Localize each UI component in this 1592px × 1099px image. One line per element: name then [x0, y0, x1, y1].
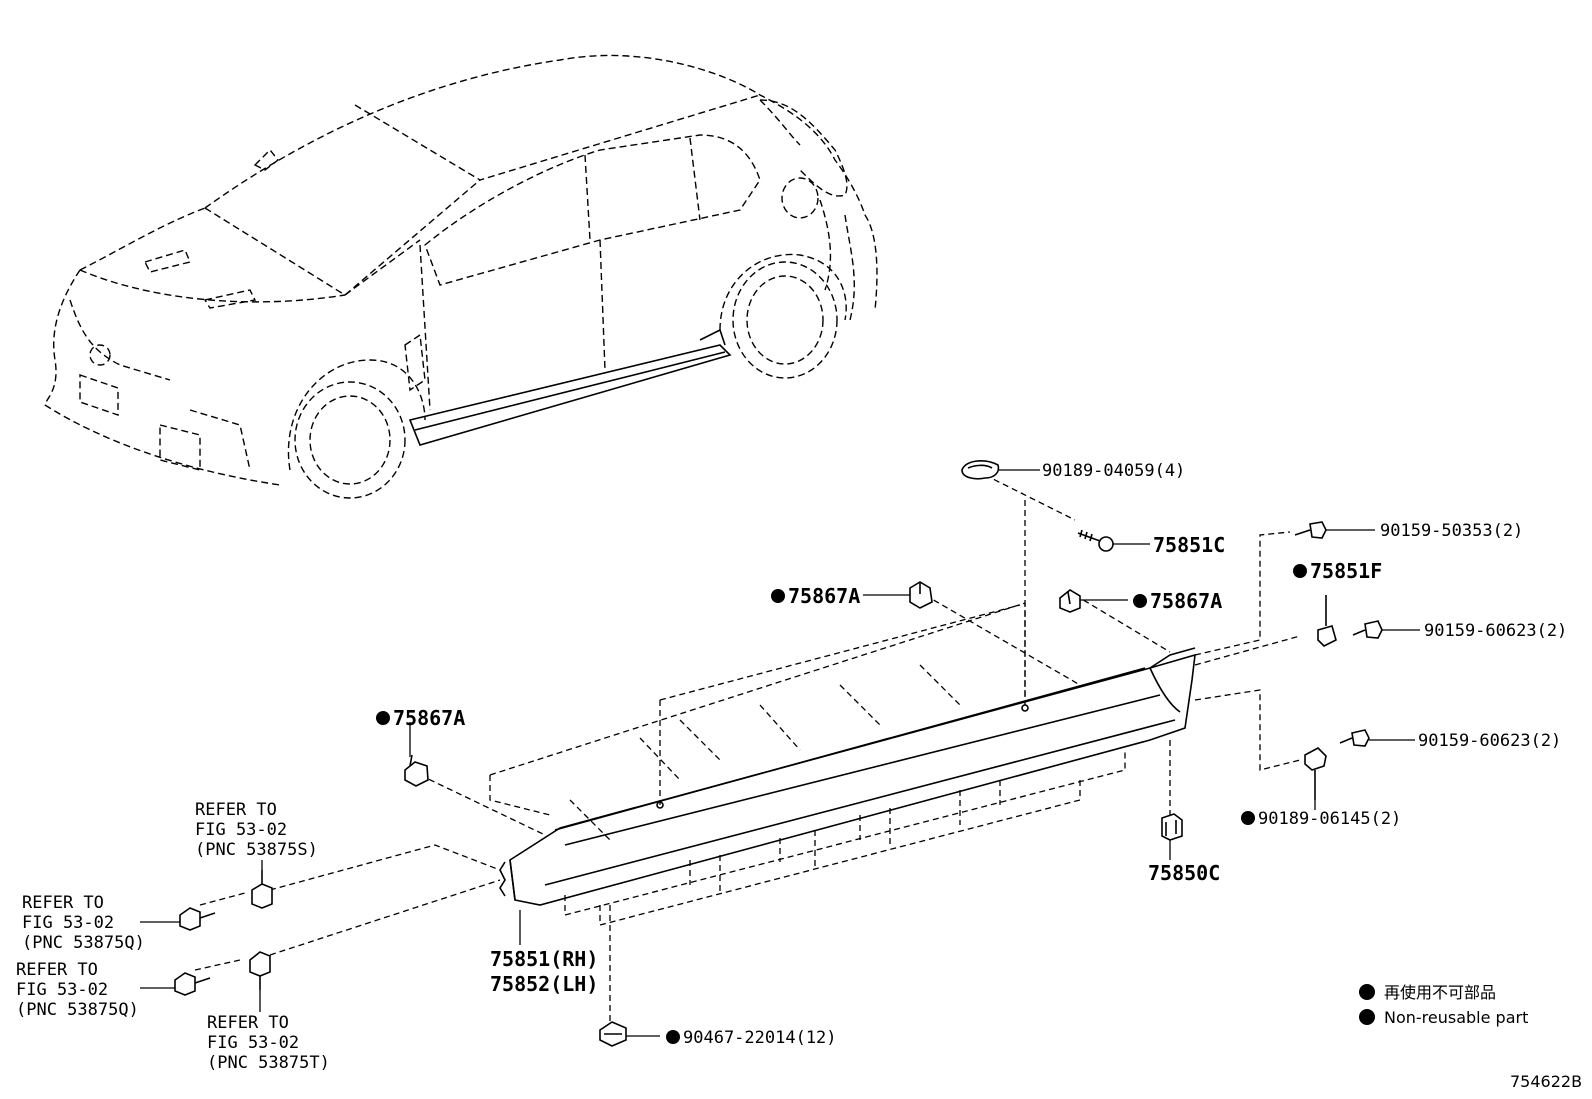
clip-90189-04059-icon	[961, 460, 1000, 480]
non-reusable-dot-icon	[666, 1030, 680, 1044]
non-reusable-dot-icon	[1133, 594, 1147, 608]
screw-90159-50353-icon	[1294, 521, 1327, 539]
nut-53875T-icon	[249, 951, 271, 990]
clip-75850C-icon	[1161, 813, 1183, 841]
refer-line-3: (PNC 53875Q)	[22, 933, 145, 953]
clip-75867A-top-icon	[909, 581, 933, 609]
non-reusable-dot-icon	[376, 711, 390, 725]
label-90189-06145: 90189-06145(2)	[1258, 809, 1401, 829]
screw-75851C-icon	[1077, 529, 1114, 552]
clip-75867A-right-icon	[1059, 589, 1081, 613]
rocker-panel-part	[499, 647, 1196, 906]
non-reusable-dot-icon	[771, 589, 785, 603]
refer-block-53875T: REFER TO FIG 53-02 (PNC 53875T)	[207, 1013, 330, 1073]
label-90467-22014: 90467-22014(12)	[683, 1028, 837, 1048]
label-75867A-right: 75867A	[1150, 589, 1222, 613]
screw-90159-60623-b-icon	[1339, 729, 1370, 747]
refer-block-53875Q-a: REFER TO FIG 53-02 (PNC 53875Q)	[22, 893, 145, 953]
label-90159-50353: 90159-50353(2)	[1380, 521, 1523, 541]
label-75851C: 75851C	[1153, 533, 1225, 557]
refer-line-2: FIG 53-02	[207, 1033, 299, 1053]
part-labels: 90189-04059(4) 75851C 75867A 75867A 9015…	[16, 461, 1567, 1073]
label-75850C: 75850C	[1148, 861, 1220, 885]
screw-53875Q-b-icon	[174, 972, 211, 996]
label-75851F: 75851F	[1310, 559, 1382, 583]
clip-75867A-left-icon	[404, 754, 429, 787]
assembly-lines	[194, 474, 1301, 1025]
label-75851-RH: 75851(RH)	[490, 947, 598, 971]
label-90159-60623-b: 90159-60623(2)	[1418, 731, 1561, 751]
screw-90159-60623-a-icon	[1352, 620, 1383, 639]
screw-53875Q-a-icon	[179, 907, 216, 931]
refer-line-3: (PNC 53875S)	[195, 840, 318, 860]
refer-line-1: REFER TO	[22, 893, 104, 913]
label-90159-60623-a: 90159-60623(2)	[1424, 621, 1567, 641]
non-reusable-dot-icon	[1293, 564, 1307, 578]
legend-english: Non-reusable part	[1384, 1008, 1528, 1027]
refer-line-1: REFER TO	[16, 960, 98, 980]
refer-line-2: FIG 53-02	[16, 980, 108, 1000]
vehicle-outline	[44, 54, 878, 499]
figure-number: 754622B	[1510, 1072, 1582, 1091]
refer-line-1: REFER TO	[195, 800, 277, 820]
legend-dot-icon	[1359, 1009, 1375, 1025]
refer-line-2: FIG 53-02	[22, 913, 114, 933]
label-75867A-top: 75867A	[788, 584, 860, 608]
refer-line-1: REFER TO	[207, 1013, 289, 1033]
legend: 再使用不可部品 Non-reusable part	[1359, 983, 1528, 1027]
refer-line-3: (PNC 53875Q)	[16, 1000, 139, 1020]
refer-line-2: FIG 53-02	[195, 820, 287, 840]
clip-90189-06145-icon	[1304, 747, 1327, 800]
refer-block-53875Q-b: REFER TO FIG 53-02 (PNC 53875Q)	[16, 960, 139, 1020]
label-leaders	[140, 469, 1420, 1037]
legend-japanese: 再使用不可部品	[1384, 983, 1496, 1002]
non-reusable-dot-icon	[1241, 811, 1255, 825]
clip-90467-22014-icon	[599, 1021, 627, 1047]
label-75852-LH: 75852(LH)	[490, 972, 598, 996]
label-90189-04059: 90189-04059(4)	[1042, 461, 1185, 481]
vehicle-rocker-panel	[408, 328, 732, 446]
refer-line-3: (PNC 53875T)	[207, 1053, 330, 1073]
refer-block-53875S: REFER TO FIG 53-02 (PNC 53875S)	[195, 800, 318, 860]
nut-53875S-icon	[251, 870, 273, 909]
clip-75851F-icon	[1317, 595, 1337, 647]
legend-dot-icon	[1359, 984, 1375, 1000]
label-75867A-left: 75867A	[393, 706, 465, 730]
